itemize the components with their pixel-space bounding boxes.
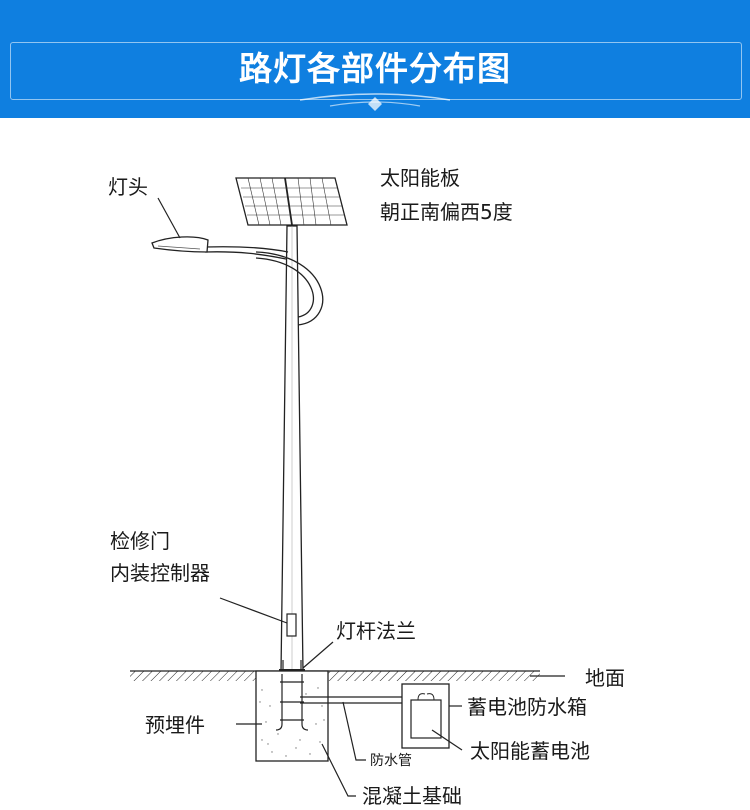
leader-lines xyxy=(157,197,565,797)
concrete-foundation xyxy=(255,670,329,762)
street-light-diagram: 灯头 太阳能板 朝正南偏西5度 检修门 内装控制器 灯杆法兰 地面 蓄电池防水箱… xyxy=(108,166,625,808)
label-waterproof-pipe: 防水管 xyxy=(370,753,412,769)
label-solar-panel-orientation: 朝正南偏西5度 xyxy=(380,200,513,224)
label-embedded-part: 预埋件 xyxy=(145,713,205,737)
solar-battery xyxy=(410,693,442,739)
label-access-door: 检修门 xyxy=(110,529,170,553)
label-solar-battery: 太阳能蓄电池 xyxy=(470,739,590,763)
label-lamp-head: 灯头 xyxy=(108,175,148,199)
title-banner: 路灯各部件分布图 xyxy=(0,0,750,118)
access-door xyxy=(286,613,297,637)
page-title: 路灯各部件分布图 xyxy=(239,49,511,88)
label-flange: 灯杆法兰 xyxy=(336,619,416,643)
label-solar-panel: 太阳能板 xyxy=(380,166,460,190)
waterproof-pipe xyxy=(300,696,402,704)
lamp-arm xyxy=(204,246,324,326)
label-ground: 地面 xyxy=(585,666,625,690)
lamp-head xyxy=(151,236,209,253)
banner-ornament xyxy=(299,93,451,111)
pole-flange xyxy=(279,660,305,671)
label-battery-box: 蓄电池防水箱 xyxy=(467,695,587,719)
ground-line xyxy=(130,670,540,681)
solar-panel xyxy=(235,177,348,226)
label-concrete-foundation: 混凝土基础 xyxy=(362,784,462,808)
label-controller: 内装控制器 xyxy=(110,561,210,585)
embedded-part xyxy=(275,674,309,731)
light-pole xyxy=(280,225,304,673)
